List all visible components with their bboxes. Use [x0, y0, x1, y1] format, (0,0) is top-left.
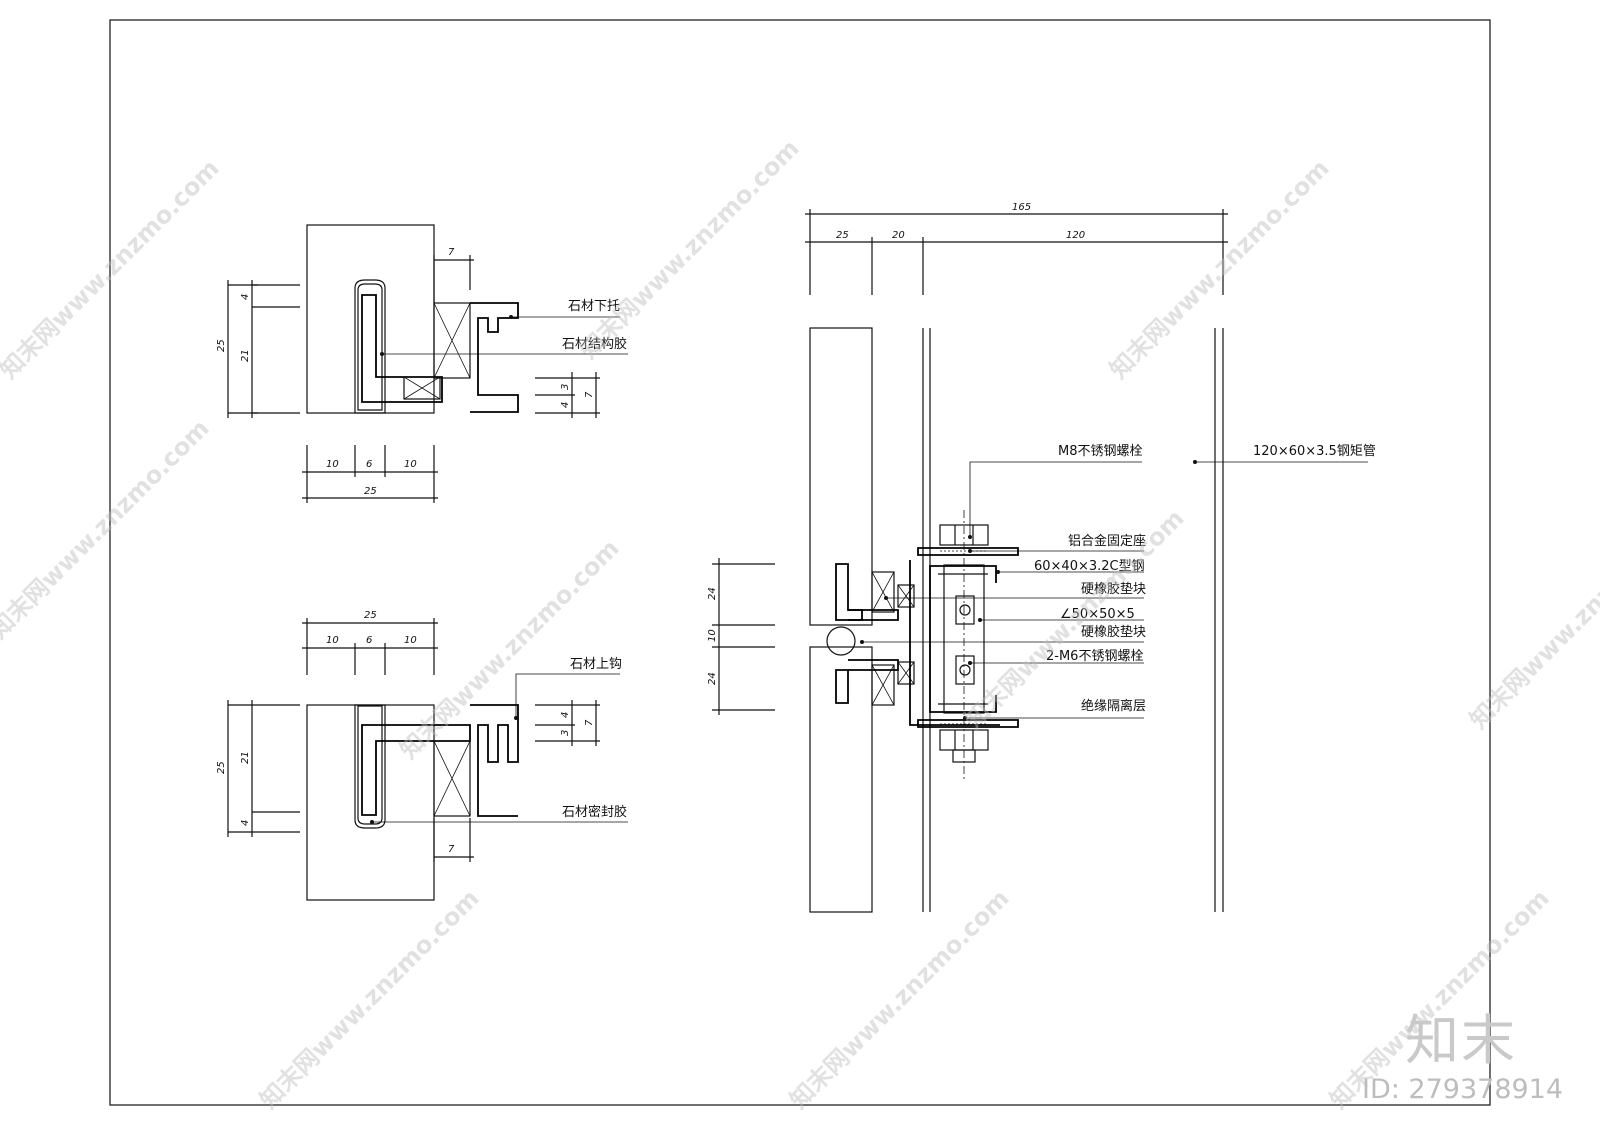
dim-bl-v21: 21 — [240, 751, 251, 764]
dim-r-20: 20 — [892, 230, 905, 241]
dim-tl-v4: 4 — [240, 294, 251, 300]
label-angle-steel: ∠50×50×5 — [1060, 607, 1135, 622]
brand-logo: 知末 — [1405, 1009, 1517, 1072]
watermark-5: 知末网www.znzmo.com — [394, 534, 624, 764]
dim-tl-s7: 7 — [584, 391, 595, 398]
dim-tl-b25: 25 — [364, 486, 377, 497]
dim-bl-s3: 3 — [560, 730, 571, 736]
watermark-9: 知末网www.znzmo.com — [784, 884, 1014, 1114]
watermark-7: 知末网www.znzmo.com — [1464, 504, 1600, 734]
stone-panel-upper — [809, 327, 873, 626]
document-id: ID: 279378914 — [1362, 1074, 1564, 1105]
dim-tl-b10b: 10 — [404, 459, 417, 470]
dim-tl-s3: 3 — [560, 384, 571, 390]
label-rubber-pad-2: 硬橡胶垫块 — [1081, 624, 1146, 640]
label-m6-bolts: 2-M6不锈钢螺栓 — [1046, 649, 1143, 664]
watermark-8: 知末网www.znzmo.com — [254, 884, 484, 1114]
dim-r-v10: 10 — [707, 629, 718, 642]
dim-tl-v25: 25 — [216, 339, 227, 352]
joint-backer-rod — [826, 626, 856, 656]
dim-tl-s4: 4 — [560, 402, 571, 408]
dim-r-120: 120 — [1066, 230, 1085, 241]
label-rubber-pad-1: 硬橡胶垫块 — [1081, 581, 1146, 597]
stone-panel-lower — [809, 646, 873, 913]
label-stone-bottom-support: 石材下托 — [568, 299, 620, 314]
dim-tl-b6: 6 — [366, 459, 372, 470]
detail-stone-top-hook: 25 10 6 10 21 25 4 4 3 7 7 石材上钩 石材密封胶 — [216, 610, 628, 901]
dim-bl-t10b: 10 — [404, 635, 417, 646]
detail-stone-bottom-support: 4 21 25 7 3 4 7 10 6 10 25 石材下托 石材结构胶 — [216, 224, 628, 503]
label-stone-structural-glue: 石材结构胶 — [562, 336, 627, 352]
dim-bl-v25: 25 — [216, 761, 227, 774]
dim-r-v24b: 24 — [707, 672, 718, 685]
watermark-4: 知末网www.znzmo.com — [0, 414, 215, 644]
dim-bl-h7: 7 — [448, 844, 455, 855]
dim-tl-h7: 7 — [448, 247, 455, 258]
dim-bl-v4: 4 — [240, 820, 251, 826]
label-al-base: 铝合金固定座 — [1068, 533, 1146, 549]
dim-bl-t6: 6 — [366, 635, 372, 646]
dim-r-total: 165 — [1012, 202, 1031, 213]
label-c-steel: 60×40×3.2C型钢 — [1034, 559, 1145, 574]
dim-bl-s4: 4 — [560, 712, 571, 718]
dim-bl-t25: 25 — [364, 610, 377, 621]
label-insulation: 绝缘隔离层 — [1081, 698, 1146, 714]
label-stone-top-hook: 石材上钩 — [570, 657, 622, 672]
watermark-1: 知末网www.znzmo.com — [0, 154, 225, 384]
dim-bl-s7: 7 — [584, 719, 595, 726]
dim-r-25: 25 — [836, 230, 849, 241]
drawing-frame — [109, 19, 1491, 1106]
dim-tl-b10a: 10 — [326, 459, 339, 470]
dim-r-v24a: 24 — [707, 587, 718, 600]
label-m8-bolt: M8不锈钢螺栓 — [1058, 444, 1143, 459]
watermark-layer: 知末网www.znzmo.com 知末网www.znzmo.com 知末网www… — [0, 134, 1600, 1114]
dim-bl-t10a: 10 — [326, 635, 339, 646]
stone-panel-top — [306, 224, 435, 414]
label-steel-tube: 120×60×3.5钢矩管 — [1253, 444, 1376, 459]
detail-facade-section: 165 25 20 120 — [707, 202, 1376, 913]
label-stone-sealant: 石材密封胶 — [562, 804, 627, 820]
watermark-2: 知末网www.znzmo.com — [574, 134, 804, 364]
dim-tl-v21: 21 — [240, 349, 251, 362]
watermark-3: 知末网www.znzmo.com — [1104, 154, 1334, 384]
